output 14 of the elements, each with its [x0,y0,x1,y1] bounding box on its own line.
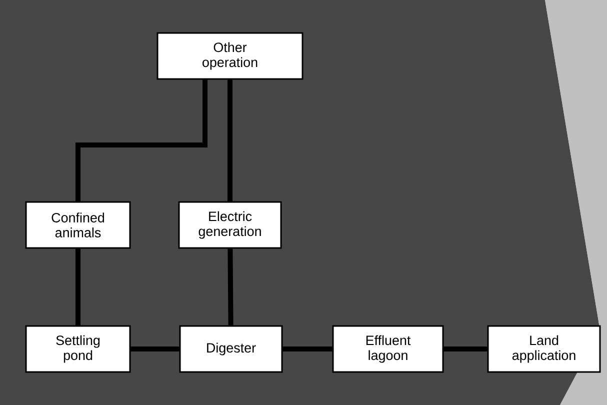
connector-line [444,346,488,352]
connector-line [228,248,234,326]
process-box: Electric generation [178,201,282,249]
process-box: Confined animals [25,201,131,249]
process-box: Effluent lagoon [332,325,444,373]
connector-line [282,346,332,352]
process-box: Settling pond [25,325,131,373]
process-box: Land application [487,325,601,373]
connector-line [228,80,232,202]
connector-line [76,248,80,326]
process-box: Other operation [156,32,304,80]
connector-line [76,80,208,202]
connector-line [130,346,180,352]
process-box: Digester [179,325,283,373]
